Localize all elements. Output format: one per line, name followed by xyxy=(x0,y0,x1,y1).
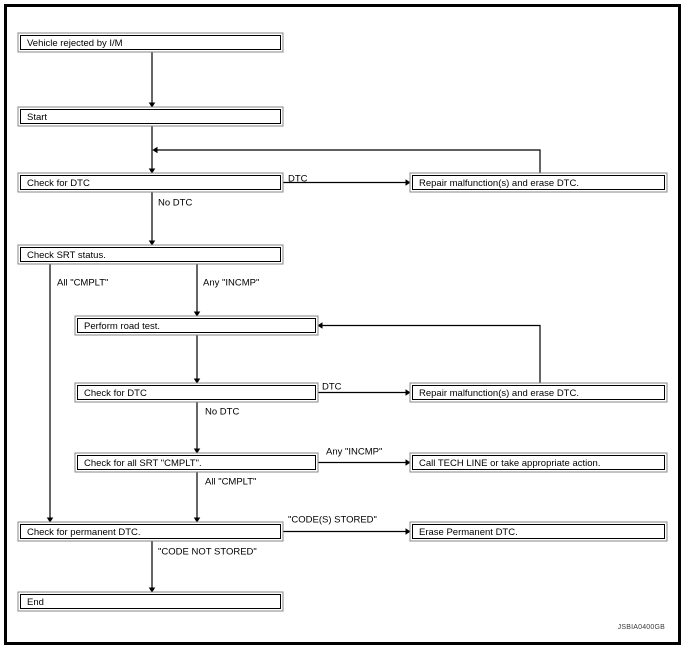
node-check-srt-status[interactable]: Check SRT status. xyxy=(17,244,284,265)
page-frame xyxy=(4,4,681,645)
node-label: Call TECH LINE or take appropriate actio… xyxy=(419,458,600,469)
node-check-for-dtc-2[interactable]: Check for DTC xyxy=(74,382,319,403)
node-start[interactable]: Start xyxy=(17,106,284,127)
edge-label-any-incmp-1: Any "INCMP" xyxy=(203,278,259,289)
node-vehicle-rejected[interactable]: Vehicle rejected by I/M xyxy=(17,32,284,53)
node-label: Start xyxy=(27,112,47,123)
node-label: Repair malfunction(s) and erase DTC. xyxy=(419,388,579,399)
edge-label-no-dtc-2: No DTC xyxy=(205,407,239,418)
edge-label-layer: DTC No DTC All "CMPLT" Any "INCMP" DTC N… xyxy=(57,174,382,558)
node-label: Check for all SRT "CMPLT". xyxy=(84,458,202,469)
node-label: Perform road test. xyxy=(84,321,160,332)
node-label: End xyxy=(27,597,44,608)
node-end[interactable]: End xyxy=(17,591,284,612)
edge-repair-2-feedback xyxy=(317,322,541,383)
node-label: Check for DTC xyxy=(84,388,147,399)
edge-repair-1-feedback xyxy=(152,146,541,173)
node-erase-permanent-dtc[interactable]: Erase Permanent DTC. xyxy=(409,521,668,542)
edge-label-no-dtc-1: No DTC xyxy=(158,198,192,209)
node-label: Check for DTC xyxy=(27,178,90,189)
node-label: Repair malfunction(s) and erase DTC. xyxy=(419,178,579,189)
node-call-tech-line[interactable]: Call TECH LINE or take appropriate actio… xyxy=(409,452,668,473)
edge-label-all-cmplt-1: All "CMPLT" xyxy=(57,278,108,289)
figure-code: JSBIA0400GB xyxy=(618,624,665,631)
edge-label-any-incmp-2: Any "INCMP" xyxy=(326,447,382,458)
node-label: Check for permanent DTC. xyxy=(27,527,141,538)
edge-label-dtc-2: DTC xyxy=(322,382,342,393)
node-repair-malfunctions-2[interactable]: Repair malfunction(s) and erase DTC. xyxy=(409,382,668,403)
node-repair-malfunctions-1[interactable]: Repair malfunction(s) and erase DTC. xyxy=(409,172,668,193)
edge-label-dtc-1: DTC xyxy=(288,174,308,185)
node-label: Vehicle rejected by I/M xyxy=(27,38,123,49)
node-check-all-srt-cmplt[interactable]: Check for all SRT "CMPLT". xyxy=(74,452,319,473)
edge-label-code-not-stored: "CODE NOT STORED" xyxy=(158,547,257,558)
connector-layer xyxy=(46,52,541,593)
node-perform-road-test[interactable]: Perform road test. xyxy=(74,315,319,336)
edge-label-codes-stored: "CODE(S) STORED" xyxy=(288,515,377,526)
node-check-for-dtc-1[interactable]: Check for DTC xyxy=(17,172,284,193)
edge-label-all-cmplt-2: All "CMPLT" xyxy=(205,477,256,488)
node-label: Erase Permanent DTC. xyxy=(419,527,518,538)
node-check-permanent-dtc[interactable]: Check for permanent DTC. xyxy=(17,521,284,542)
node-layer: Vehicle rejected by I/M Start Check for … xyxy=(17,32,668,612)
node-label: Check SRT status. xyxy=(27,250,106,261)
